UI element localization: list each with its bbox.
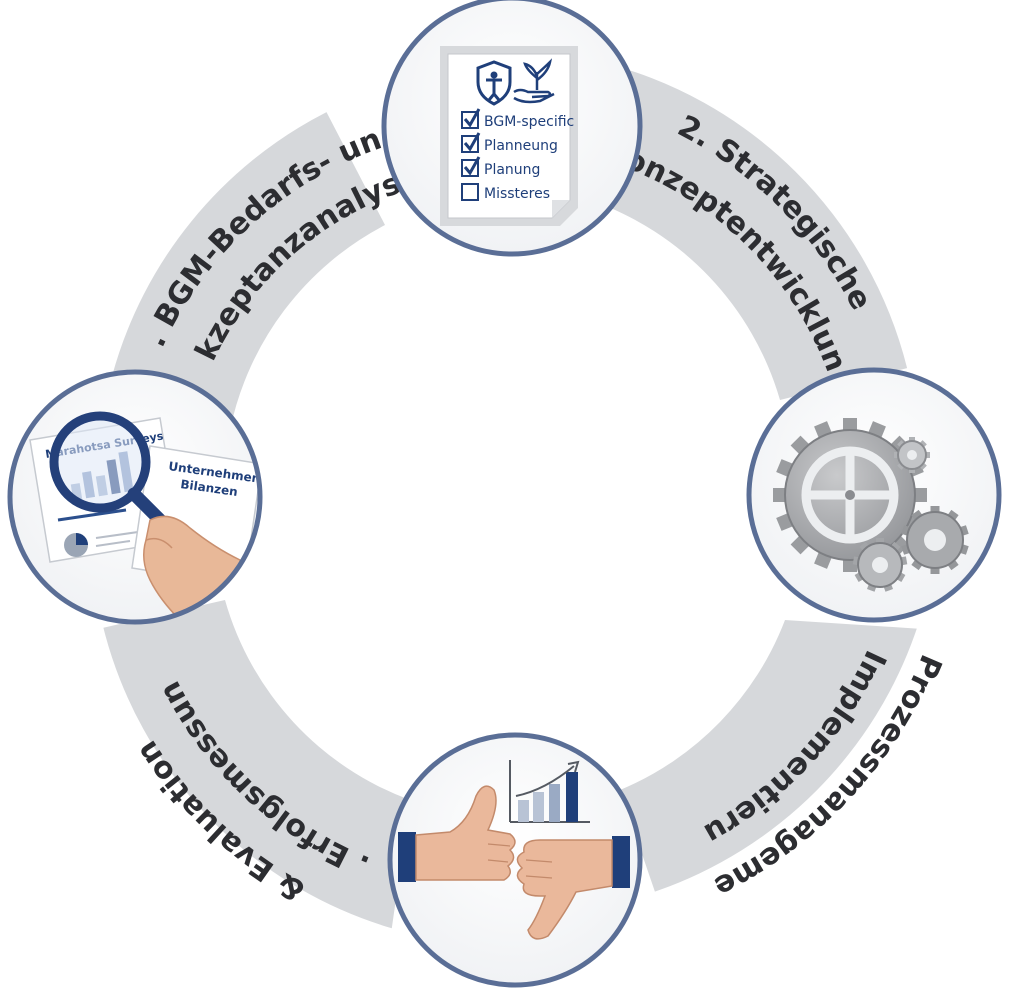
checklist-item-4: Missteres: [461, 183, 550, 202]
checklist-item-1: BGM-specific: [461, 108, 574, 130]
checklist-circle: BGM-specific Planneung Planung Missteres: [381, 0, 643, 257]
thumbs-down-icon: [516, 836, 630, 940]
gear-tooth: [889, 541, 901, 553]
gear-tooth: [913, 488, 927, 502]
gear-tooth: [876, 538, 884, 545]
analysis-circle: Marahotsa Surveys Unternehmens- Bilanzen: [7, 369, 263, 625]
checklist-label-1: BGM-specific: [484, 114, 574, 130]
gear-tooth: [930, 506, 940, 514]
arc-segment-1: [112, 112, 385, 430]
checklist-label-2: Planneung: [484, 138, 558, 154]
gear-tooth: [773, 488, 787, 502]
gears-icon: [773, 418, 969, 592]
arc-segment-4: [103, 600, 411, 929]
segment-1-title: 1. BGM-Bedarfs- und: [0, 0, 386, 352]
gears-circle: [746, 367, 1002, 623]
thumbs-up-icon: [398, 785, 516, 882]
gear-tooth: [911, 509, 924, 522]
arc-segment-3: [620, 620, 917, 892]
checklist-item-3: Planung: [461, 156, 540, 178]
checkmark-icon: [463, 132, 481, 152]
shield-person-icon: [476, 60, 512, 106]
gear-tooth: [946, 558, 959, 571]
gear-tooth: [859, 541, 871, 553]
gear-tooth: [843, 418, 857, 432]
magnifying-glass-icon: [49, 411, 167, 527]
gear-tooth: [930, 566, 940, 574]
gear-tooth: [946, 509, 959, 522]
checklist-item-2: Planneung: [461, 132, 558, 154]
plant-in-hand-icon: [513, 58, 555, 104]
checklist-label-3: Planung: [484, 162, 540, 178]
growth-chart-icon: [509, 760, 590, 823]
evaluation-circle: [387, 732, 643, 988]
checklist-label-4: Missteres: [484, 186, 550, 202]
gear-tooth: [911, 558, 924, 571]
arc-segment-2: [590, 61, 908, 400]
checkmark-icon: [463, 156, 481, 176]
checkmark-icon: [463, 108, 481, 128]
